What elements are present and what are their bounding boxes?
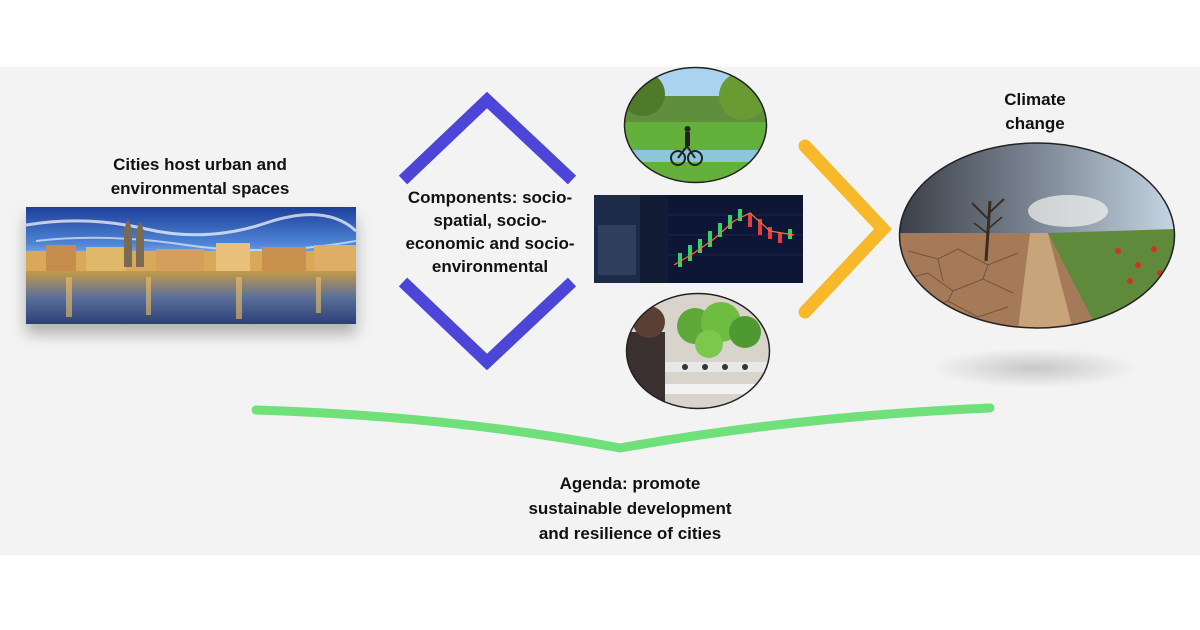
agenda-label: Agenda: promote sustainable development … [528, 474, 732, 543]
components-diamond [395, 92, 580, 370]
city-waterfront-photo [26, 207, 356, 324]
diamond-bottom-chevron [398, 277, 577, 370]
drought-landscape-photo [898, 141, 1176, 330]
components-label: Components: socio- spatial, socio- econo… [405, 188, 575, 276]
climate-label: Climate change [1004, 90, 1066, 133]
agenda-curve [250, 396, 995, 466]
cities-label: Cities host urban and environmental spac… [110, 155, 290, 198]
stock-trading-chart-photo [594, 195, 803, 283]
cyclist-park-photo [623, 66, 768, 184]
drought-photo-shadow [930, 348, 1140, 388]
climate-chevron-arrow [795, 138, 895, 320]
hydroponic-farm-photo [625, 292, 771, 410]
diamond-top-chevron [398, 92, 577, 185]
